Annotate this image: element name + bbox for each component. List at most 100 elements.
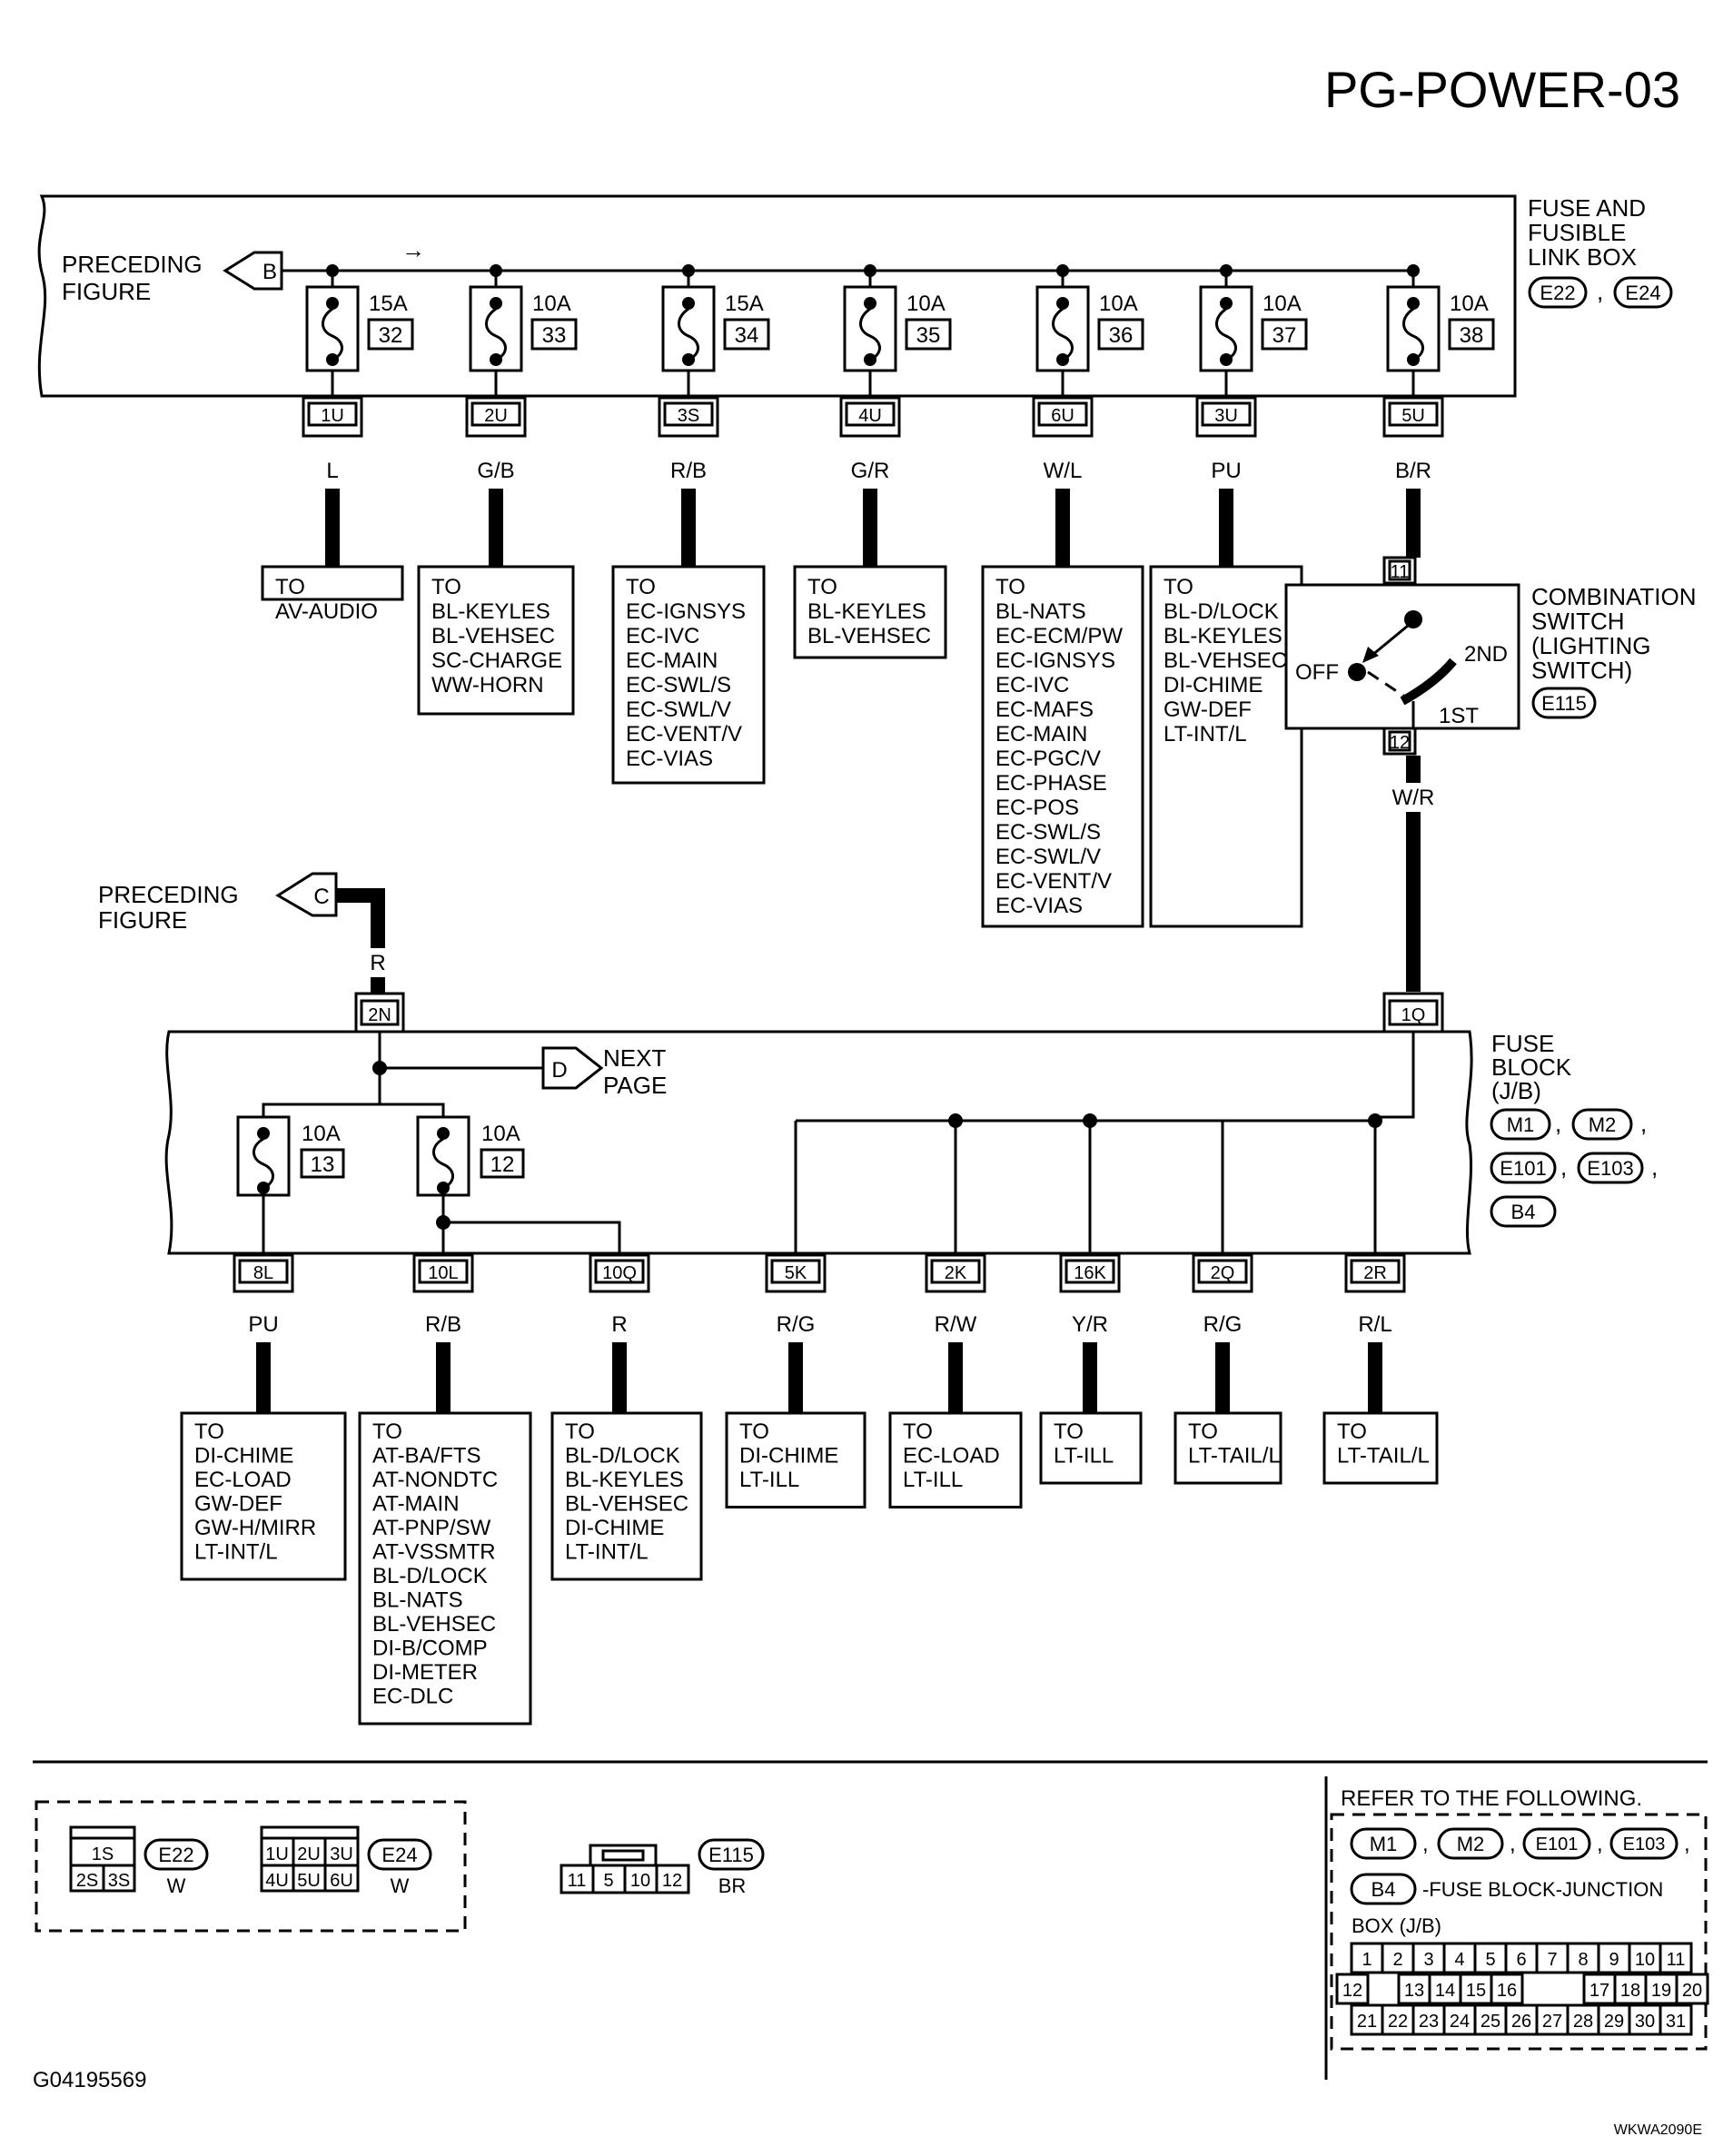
destination-label: DI-CHIME: [739, 1444, 838, 1469]
jb-pin-label: 8: [1578, 1950, 1588, 1970]
destination-label: BL-VEHSEC: [431, 624, 555, 648]
svg-text:2N: 2N: [368, 1005, 391, 1025]
svg-text:M2: M2: [1589, 1113, 1617, 1136]
svg-text:,: ,: [1640, 1110, 1647, 1137]
destination-label: EC-LOAD: [194, 1468, 292, 1492]
destination-label: LT-ILL: [903, 1468, 963, 1492]
destination-label: TO: [626, 575, 656, 599]
jb-pin-label: 16: [1497, 1981, 1517, 2001]
destination-label: LT-TAIL/L: [1188, 1444, 1281, 1469]
jb-pin-label: 1: [1362, 1950, 1372, 1970]
svg-text:PRECEDING: PRECEDING: [62, 251, 203, 278]
svg-text:2U: 2U: [297, 1844, 321, 1864]
footer-right: WKWA2090E: [1614, 2122, 1702, 2138]
svg-text:,: ,: [1422, 1832, 1429, 1856]
terminal-label: 5U: [1401, 406, 1425, 426]
svg-text:2ND: 2ND: [1464, 642, 1508, 667]
wire-color-label: B/R: [1395, 459, 1431, 483]
fusible-output-5U: 5U B/R: [1382, 396, 1444, 558]
terminal-label: 1U: [321, 406, 344, 426]
svg-text:BR: BR: [718, 1874, 747, 1897]
svg-text:,: ,: [1510, 1832, 1516, 1856]
svg-text:1S: 1S: [92, 1844, 114, 1864]
jb-pin-label: 15: [1466, 1981, 1486, 2001]
svg-text:12: 12: [490, 1152, 515, 1177]
jb-pin-label: 17: [1589, 1981, 1609, 2001]
destination-label: EC-VENT/V: [995, 869, 1112, 894]
top-output-group: 1ULTOAV-AUDIO2UG/BTOBL-KEYLESBL-VEHSECSC…: [261, 396, 1444, 928]
svg-text:E24: E24: [381, 1844, 417, 1866]
jb-pin-label: 11: [1667, 1950, 1686, 1970]
fuse-block-label: FUSE BLOCK (J/B) M1 , M2 , E101 , E103 ,…: [1490, 1030, 1658, 1228]
svg-text:E22: E22: [158, 1844, 193, 1866]
wire-color-label: R/B: [425, 1312, 461, 1337]
destination-label: TO: [995, 575, 1025, 599]
destination-label: LT-INT/L: [1164, 722, 1247, 747]
combination-switch: 11 OFF 2ND 1ST 12: [1284, 556, 1520, 756]
destination-label: TO: [1337, 1419, 1367, 1444]
terminal-label: 2R: [1363, 1263, 1387, 1283]
jb-pin-label: 3: [1423, 1950, 1433, 1970]
fusible-output-2U: 2UG/BTOBL-KEYLESBL-VEHSECSC-CHARGEWW-HOR…: [417, 396, 575, 716]
svg-text:10: 10: [630, 1871, 650, 1891]
svg-text:12: 12: [1390, 733, 1410, 753]
jb-output-10L: 10LR/BTOAT-BA/FTSAT-NONDTCAT-MAINAT-PNP/…: [358, 1253, 532, 1726]
jb-pin-label: 6: [1516, 1950, 1526, 1970]
destination-label: LT-INT/L: [194, 1540, 278, 1565]
wire-w-r: W/R: [1392, 756, 1434, 992]
destination-label: EC-VIAS: [995, 894, 1083, 918]
svg-text:,: ,: [1555, 1110, 1561, 1137]
destination-label: BL-D/LOCK: [372, 1564, 488, 1588]
destination-label: LT-INT/L: [565, 1540, 649, 1565]
destination-label: EC-PHASE: [995, 771, 1107, 796]
svg-text:5: 5: [603, 1871, 613, 1891]
wire-color-label: R/G: [777, 1312, 816, 1337]
destination-label: BL-D/LOCK: [565, 1444, 680, 1469]
svg-text:E22: E22: [1540, 282, 1575, 304]
terminal-label: 4U: [858, 406, 882, 426]
destination-label: BL-NATS: [995, 599, 1086, 624]
svg-text:1ST: 1ST: [1439, 704, 1479, 728]
svg-text:FIGURE: FIGURE: [98, 906, 187, 934]
svg-text:E101: E101: [1500, 1157, 1546, 1180]
destination-label: TO: [1188, 1419, 1218, 1444]
destination-label: BL-KEYLES: [807, 599, 926, 624]
destination-label: EC-MAIN: [626, 648, 718, 673]
svg-text:FUSE AND: FUSE AND: [1528, 194, 1646, 222]
destination-label: EC-LOAD: [903, 1444, 1000, 1469]
svg-text:E101: E101: [1536, 1835, 1579, 1854]
svg-text:,: ,: [1651, 1153, 1658, 1181]
jb-pin-label: 12: [1342, 1981, 1362, 2001]
destination-label: BL-KEYLES: [431, 599, 550, 624]
jb-pin-label: 24: [1450, 2012, 1470, 2032]
svg-text:3U: 3U: [330, 1844, 353, 1864]
jb-pin-label: 13: [1404, 1981, 1424, 2001]
connector-e22: 1S 2S 3S E22 W: [69, 1825, 209, 1897]
svg-text:BOX (J/B): BOX (J/B): [1352, 1914, 1441, 1937]
destination-label: EC-IVC: [626, 624, 699, 648]
destination-label: LT-ILL: [1054, 1444, 1114, 1469]
jb-pin-label: 4: [1454, 1950, 1464, 1970]
destination-label: EC-ECM/PW: [995, 624, 1123, 648]
jb-pin-label: 14: [1435, 1981, 1455, 2001]
svg-text:10A: 10A: [302, 1122, 341, 1146]
wire-color-label: Y/R: [1072, 1312, 1108, 1337]
destination-label: TO: [565, 1419, 595, 1444]
svg-text:PAGE: PAGE: [603, 1072, 667, 1099]
svg-text:,: ,: [1597, 278, 1603, 305]
destination-label: GW-DEF: [194, 1492, 282, 1517]
svg-text:R: R: [370, 951, 385, 975]
terminal-label: 6U: [1051, 406, 1074, 426]
jb-pin-label: 27: [1542, 2012, 1562, 2032]
svg-text:D: D: [551, 1058, 567, 1083]
terminal-label: 2Q: [1211, 1263, 1235, 1283]
fuse-number: 38: [1460, 323, 1484, 348]
jb-pin-label: 30: [1635, 2012, 1655, 2032]
